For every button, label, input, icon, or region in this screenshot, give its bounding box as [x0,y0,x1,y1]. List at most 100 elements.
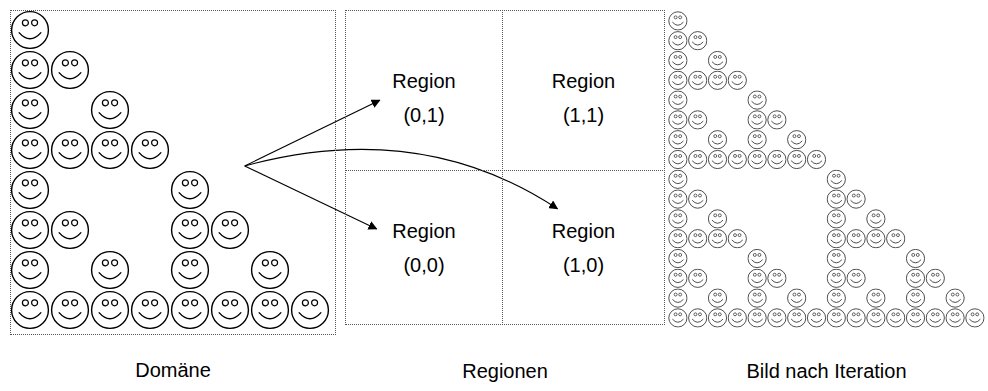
smiley-face [689,71,707,89]
smiley-face [748,111,766,129]
smiley-face [827,309,845,327]
smiley-face [827,210,845,228]
mapping-arrow [245,149,558,208]
smiley-face [788,289,806,307]
smiley-face [887,309,905,327]
mapping-arrow [245,100,380,166]
smiley-face [12,52,49,89]
smiley-face [132,132,169,169]
smiley-face [748,150,766,168]
smiley-face [748,249,766,267]
smiley-face [689,111,707,129]
smiley-face [847,309,865,327]
smiley-face [906,249,924,267]
smiley-face [708,51,726,69]
smiley-face [728,71,746,89]
smiley-face [52,212,89,249]
smiley-face [669,230,687,248]
smiley-face [827,230,845,248]
smiley-face [669,32,687,50]
smiley-face [827,269,845,287]
smiley-face [212,212,249,249]
smiley-face [669,289,687,307]
smiley-face [172,172,209,209]
smiley-face [946,289,964,307]
smiley-face [212,292,249,329]
smiley-face [847,269,865,287]
smiley-face [12,92,49,129]
smiley-face [689,269,707,287]
smiley-face [669,12,687,30]
smiley-face [689,32,707,50]
mapping-arrow [245,166,377,229]
smiley-face [867,210,885,228]
smiley-face [827,170,845,188]
smiley-face [669,71,687,89]
smiley-face [669,249,687,267]
smiley-face [708,150,726,168]
smiley-face [748,309,766,327]
region-box: Region (0,0) [345,170,503,325]
smiley-face [689,230,707,248]
smiley-face [966,309,984,327]
smiley-face [748,289,766,307]
smiley-face [847,190,865,208]
smiley-face [12,292,49,329]
smiley-face [807,150,825,168]
smiley-face [689,309,707,327]
smiley-face [788,150,806,168]
smiley-face [172,252,209,289]
smiley-face [669,269,687,287]
smiley-face [12,172,49,209]
smiley-face [906,309,924,327]
smiley-face [669,111,687,129]
smiley-face [292,292,329,329]
region-box: Region (0,1) [345,10,503,171]
smiley-face [708,289,726,307]
smiley-face [708,71,726,89]
smiley-face [867,309,885,327]
smiley-face [768,309,786,327]
region-label: Region (1,0) [552,214,615,282]
smiley-face [728,309,746,327]
smiley-face [52,132,89,169]
smiley-face [92,132,129,169]
smiley-face [827,190,845,208]
smiley-face [926,309,944,327]
smiley-face [669,190,687,208]
smiley-face [12,12,49,49]
smiley-face [669,51,687,69]
smiley-face [708,230,726,248]
smiley-face [906,269,924,287]
smiley-face [748,269,766,287]
smiley-face [708,210,726,228]
smiley-face [728,230,746,248]
smiley-face [172,292,209,329]
region-label: Region (0,0) [392,214,455,282]
smiley-face [946,309,964,327]
smiley-face [768,150,786,168]
panel-caption: Bild nach Iteration [668,360,985,383]
smiley-face [768,269,786,287]
smiley-face [867,289,885,307]
smiley-face [92,92,129,129]
region-group: Region (0,1)Region (1,1)Region (0,0)Regi… [345,10,665,325]
smiley-face [12,252,49,289]
domain-box: Domäne [10,10,336,335]
panel-caption: Domäne [11,359,335,382]
smiley-face [252,292,289,329]
smiley-face [12,212,49,249]
smiley-face [132,292,169,329]
smiley-face [748,91,766,109]
panel-caption: Regionen [345,360,665,383]
smiley-face [689,190,707,208]
smiley-face [827,289,845,307]
smiley-face [669,210,687,228]
smiley-face [788,131,806,149]
smiley-face [906,289,924,307]
smiley-face [252,252,289,289]
smiley-face [689,150,707,168]
smiley-face [92,252,129,289]
